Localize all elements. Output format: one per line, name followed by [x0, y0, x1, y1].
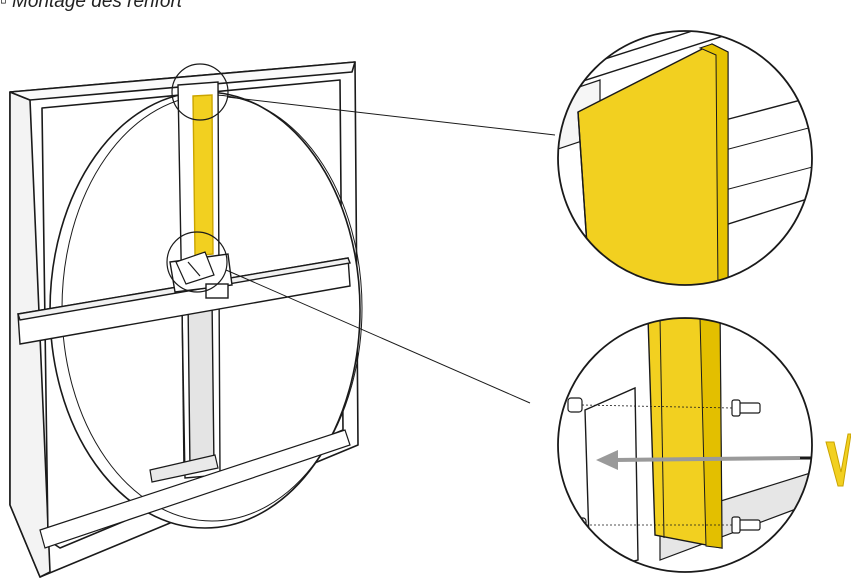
hub — [175, 251, 215, 285]
callout-circle-top — [171, 63, 229, 121]
reinforcement-bar — [192, 94, 214, 257]
detail-top-border — [557, 30, 813, 286]
leader-line-bottom — [225, 269, 531, 404]
direction-arrowhead — [596, 450, 618, 470]
bracket-plate — [584, 386, 639, 572]
caption-text: Montage des renfort — [12, 0, 183, 12]
detail-top — [558, 31, 812, 285]
detail-bottom — [558, 318, 812, 572]
step-caption: ▫ Montage des renfort — [0, 0, 182, 13]
frame-top-strip — [9, 61, 356, 101]
chevron-down-icon — [825, 433, 851, 487]
bullet-icon: ▫ — [0, 0, 7, 12]
leader-line-top — [226, 96, 556, 136]
detail-bottom-border — [557, 317, 813, 573]
callout-circle-center — [166, 231, 228, 293]
frame-base — [39, 429, 351, 549]
